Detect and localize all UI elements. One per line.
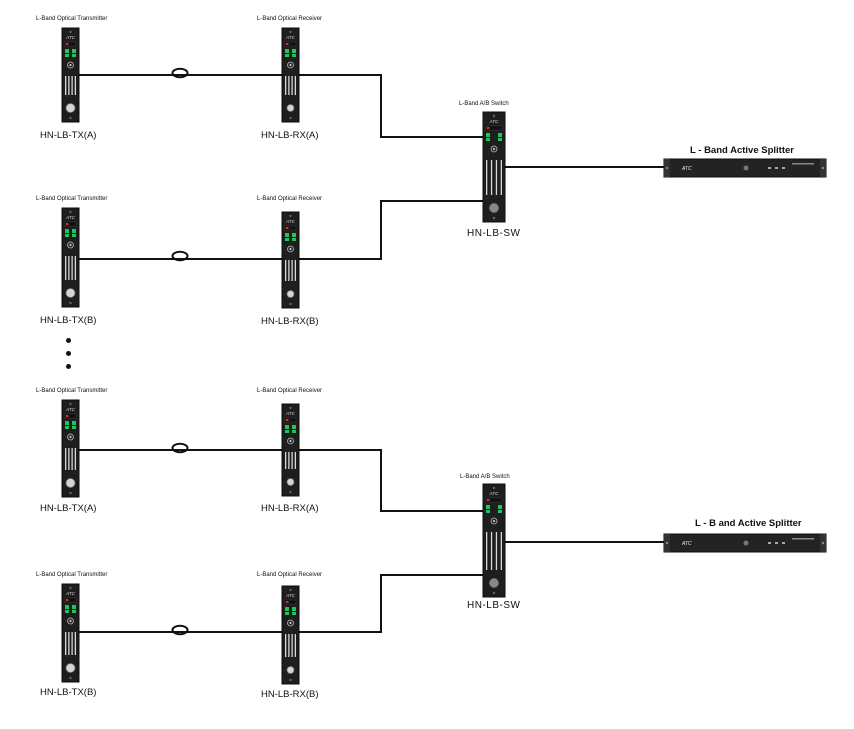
switch-2-label: HN-LB-SW (467, 600, 521, 611)
receiver-a1-module: ATC (281, 27, 300, 123)
fiber-loop-a1 (171, 67, 189, 79)
status-led-icon (292, 607, 296, 611)
brand-logo: ATC (65, 215, 75, 220)
brand-logo: ATC (65, 591, 75, 596)
status-led-icon (486, 505, 490, 509)
brand-logo: ATC (65, 35, 75, 40)
brand-logo: ATC (285, 411, 295, 416)
tx-b1-label: HN-LB-TX(B) (40, 315, 97, 326)
power-knob-icon (489, 578, 499, 588)
status-led-icon (285, 49, 289, 53)
fiber-loop-a2 (171, 442, 189, 454)
rx-b1-label: HN-LB-RX(B) (261, 316, 319, 327)
tx-a2-title: L-Band Optical Transmitter (36, 388, 108, 394)
status-led-icon (498, 133, 502, 137)
status-led-icon (292, 49, 296, 53)
status-led-icon (65, 229, 69, 233)
status-led-icon (285, 233, 289, 237)
transmitter-a1-module: ATC (61, 27, 80, 123)
tx-a1-title: L-Band Optical Transmitter (36, 16, 108, 22)
rx-b2-label: HN-LB-RX(B) (261, 689, 319, 700)
cable-rx-b2-sw2 (298, 574, 483, 633)
rx-b2-title: L-Band Optical Receiver (257, 572, 323, 578)
brand-logo: ATC (489, 491, 499, 496)
tx-b2-label: HN-LB-TX(B) (40, 687, 97, 698)
switch-2-module: ATC (482, 483, 506, 598)
tx-b1-title: L-Band Optical Transmitter (36, 196, 108, 202)
status-led-icon (292, 425, 296, 429)
splitter-2-unit: ATC (663, 533, 827, 553)
status-led-icon (65, 49, 69, 53)
status-led-icon (65, 605, 69, 609)
transmitter-a2-module: ATC (61, 399, 80, 498)
brand-logo: ATC (681, 166, 692, 172)
status-led-icon (285, 425, 289, 429)
status-led-icon (72, 49, 76, 53)
rx-a2-label: HN-LB-RX(A) (261, 503, 319, 514)
rx-a1-label: HN-LB-RX(A) (261, 130, 319, 141)
cable-rx-a2-sw2 (298, 449, 483, 512)
transmitter-b1-module: ATC (61, 207, 80, 308)
receiver-b1-module: ATC (281, 211, 300, 309)
splitter-2-title: L - B and Active Splitter (695, 518, 802, 529)
rx-a2-title: L-Band Optical Receiver (257, 388, 323, 394)
status-led-icon (72, 229, 76, 233)
switch-2-title: L-Band A/B Switch (460, 474, 510, 480)
more-groups-ellipsis (66, 338, 72, 370)
power-knob-icon (286, 290, 295, 298)
fiber-loop-b2 (171, 624, 189, 636)
power-knob-icon (489, 203, 499, 213)
status-led-icon (65, 421, 69, 425)
splitter-1-title: L - Band Active Splitter (690, 145, 794, 156)
status-led-icon (72, 421, 76, 425)
brand-logo: ATC (285, 593, 295, 598)
power-knob-icon (286, 104, 295, 112)
receiver-a2-module: ATC (281, 403, 300, 497)
ellipsis-dot (66, 338, 71, 343)
brand-logo: ATC (65, 407, 75, 412)
transmitter-b2-module: ATC (61, 583, 80, 683)
rx-b1-title: L-Band Optical Receiver (257, 196, 323, 202)
brand-logo: ATC (285, 35, 295, 40)
tx-a2-label: HN-LB-TX(A) (40, 503, 97, 514)
power-knob-icon (65, 663, 76, 673)
power-knob-icon (65, 288, 76, 298)
switch-1-module: ATC (482, 111, 506, 223)
cable-rx-a1-sw1 (298, 74, 483, 138)
brand-logo: ATC (489, 119, 499, 124)
power-button-icon (743, 165, 749, 171)
tx-a1-label: HN-LB-TX(A) (40, 130, 97, 141)
status-led-icon (292, 233, 296, 237)
cable-rx-b1-sw1 (298, 200, 483, 260)
fiber-loop-b1 (171, 250, 189, 262)
power-knob-icon (286, 478, 295, 486)
tx-b2-title: L-Band Optical Transmitter (36, 572, 108, 578)
brand-logo: ATC (681, 541, 692, 547)
power-knob-icon (65, 103, 76, 113)
receiver-b2-module: ATC (281, 585, 300, 685)
status-led-icon (498, 505, 502, 509)
rx-a1-title: L-Band Optical Receiver (257, 16, 323, 22)
power-knob-icon (286, 666, 295, 674)
splitter-1-unit: ATC (663, 158, 827, 178)
status-led-icon (285, 607, 289, 611)
status-led-icon (72, 605, 76, 609)
switch-1-title: L-Band A/B Switch (459, 101, 509, 107)
power-knob-icon (65, 478, 76, 488)
brand-logo: ATC (285, 219, 295, 224)
ellipsis-dot (66, 351, 71, 356)
ellipsis-dot (66, 364, 71, 369)
switch-1-label: HN-LB-SW (467, 228, 521, 239)
status-led-icon (486, 133, 490, 137)
power-button-icon (743, 540, 749, 546)
